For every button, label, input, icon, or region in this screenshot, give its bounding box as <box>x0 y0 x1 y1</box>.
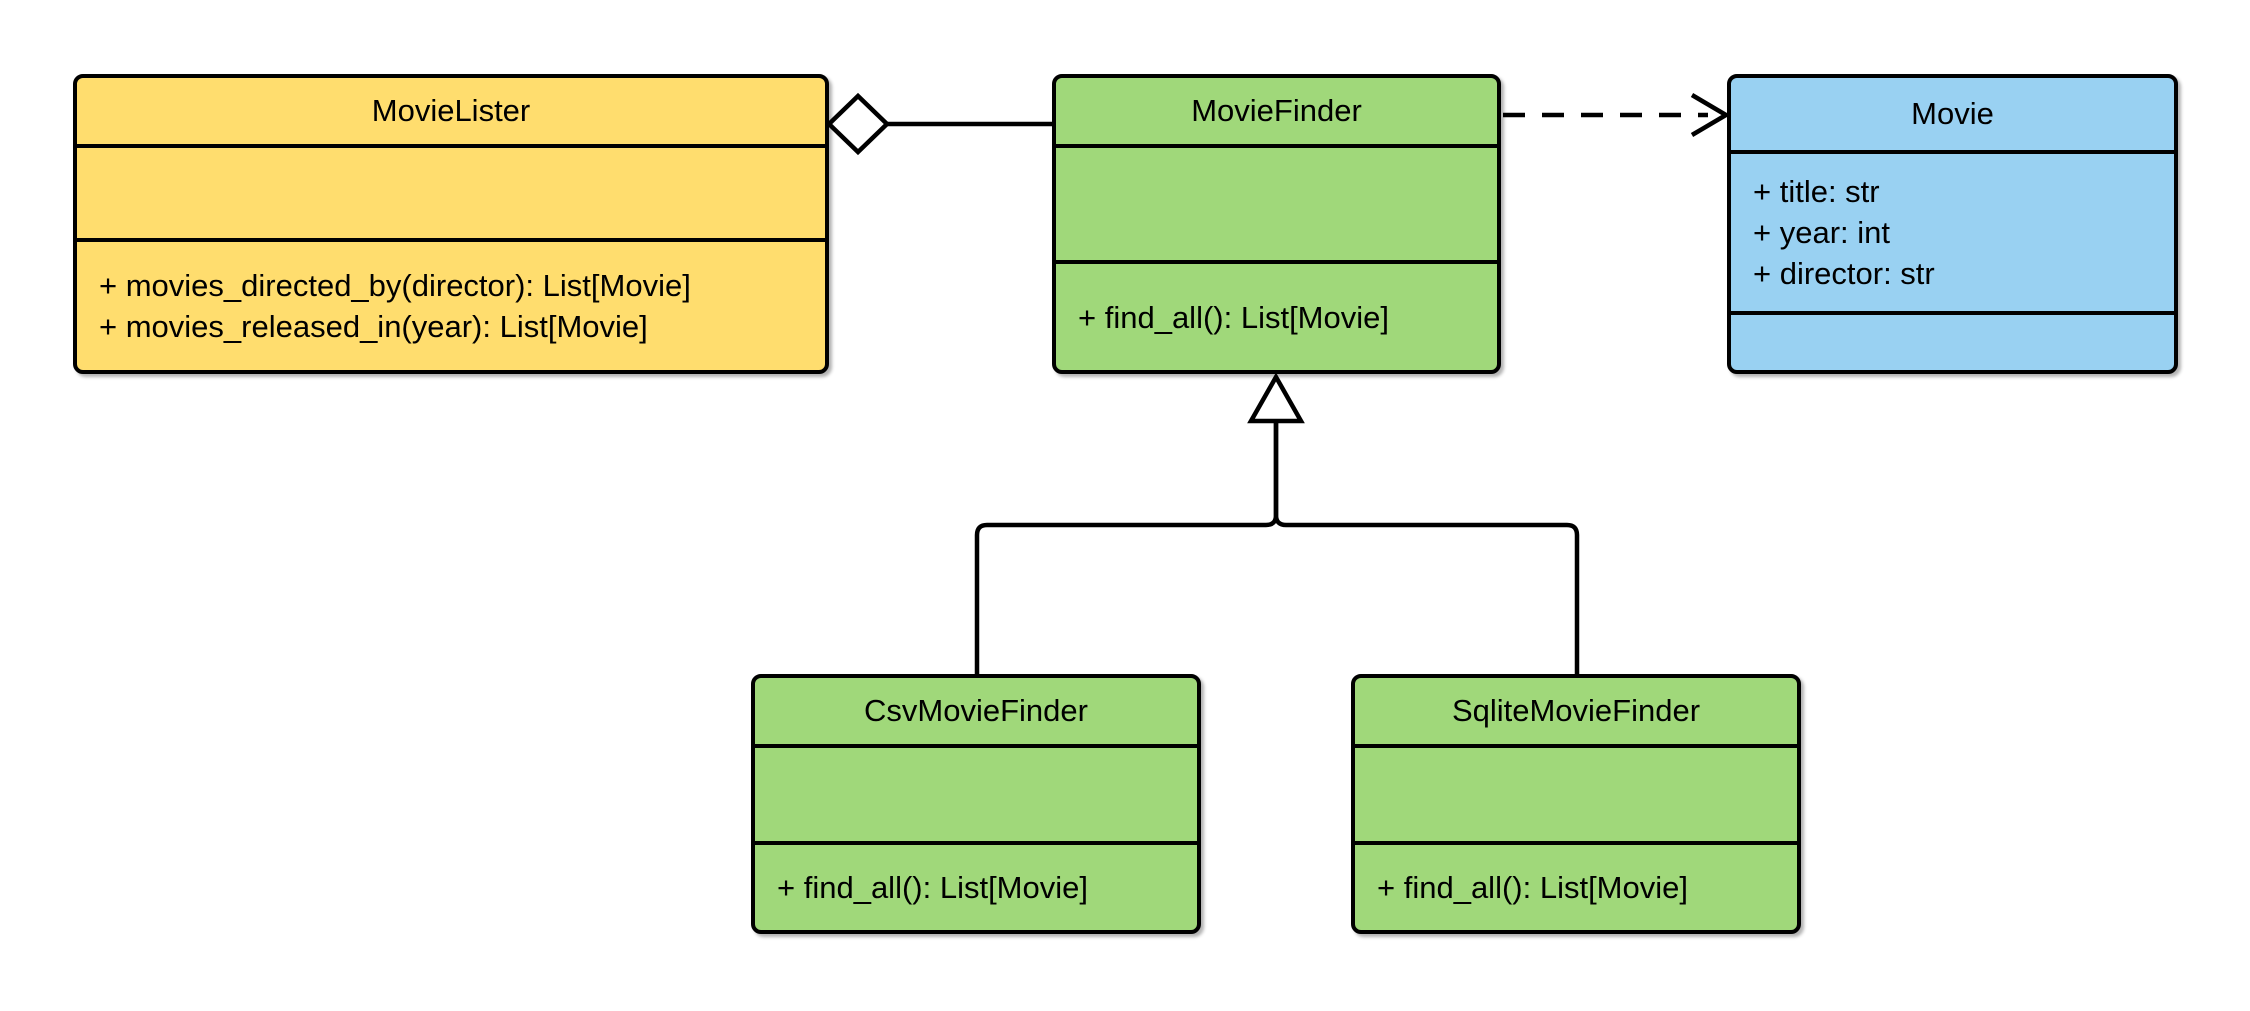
attribute-label: + title: str <box>1753 174 1880 209</box>
attribute-label: + year: int <box>1753 215 1890 250</box>
class-box-sqlitemoviefinder: SqliteMovieFinder + find_all(): List[Mov… <box>1351 674 1801 934</box>
class-name-label: CsvMovieFinder <box>864 693 1088 728</box>
aggregation-diamond-icon <box>825 92 891 156</box>
class-box-csvmoviefinder: CsvMovieFinder + find_all(): List[Movie] <box>751 674 1201 934</box>
attribute-label: + director: str <box>1753 256 1935 291</box>
generalization-line-right <box>1273 421 1580 674</box>
class-box-movielister: MovieLister + movies_directed_by(directo… <box>73 74 829 374</box>
class-attributes-section: + title: str + year: int + director: str <box>1731 150 2174 311</box>
method-label: + movies_directed_by(director): List[Mov… <box>99 268 691 303</box>
class-attributes-section <box>1355 744 1797 841</box>
class-methods-section: + find_all(): List[Movie] <box>1355 841 1797 930</box>
class-box-moviefinder: MovieFinder + find_all(): List[Movie] <box>1052 74 1501 374</box>
class-box-movie: Movie + title: str + year: int + directo… <box>1727 74 2178 374</box>
class-title: SqliteMovieFinder <box>1355 678 1797 744</box>
class-title: CsvMovieFinder <box>755 678 1197 744</box>
class-name-label: MovieFinder <box>1191 93 1362 128</box>
generalization-line-left <box>974 421 1279 674</box>
class-methods-section: + movies_directed_by(director): List[Mov… <box>77 238 825 370</box>
class-attributes-section <box>1056 144 1497 260</box>
class-methods-section <box>1731 311 2174 370</box>
class-attributes-section <box>77 144 825 238</box>
method-label: + find_all(): List[Movie] <box>1377 870 1688 905</box>
method-label: + find_all(): List[Movie] <box>777 870 1088 905</box>
class-attributes-section <box>755 744 1197 841</box>
class-name-label: Movie <box>1911 96 1994 131</box>
class-title: MovieFinder <box>1056 78 1497 144</box>
generalization-triangle-icon <box>1247 372 1305 424</box>
dependency-open-arrowhead-icon <box>1690 93 1731 137</box>
class-name-label: MovieLister <box>371 93 531 128</box>
class-name-label: SqliteMovieFinder <box>1451 693 1701 728</box>
class-methods-section: + find_all(): List[Movie] <box>755 841 1197 930</box>
method-label: + find_all(): List[Movie] <box>1078 299 1389 335</box>
class-title: MovieLister <box>77 78 825 144</box>
class-title: Movie <box>1731 78 2174 150</box>
class-methods-section: + find_all(): List[Movie] <box>1056 260 1497 370</box>
method-label: + movies_released_in(year): List[Movie] <box>99 309 648 344</box>
